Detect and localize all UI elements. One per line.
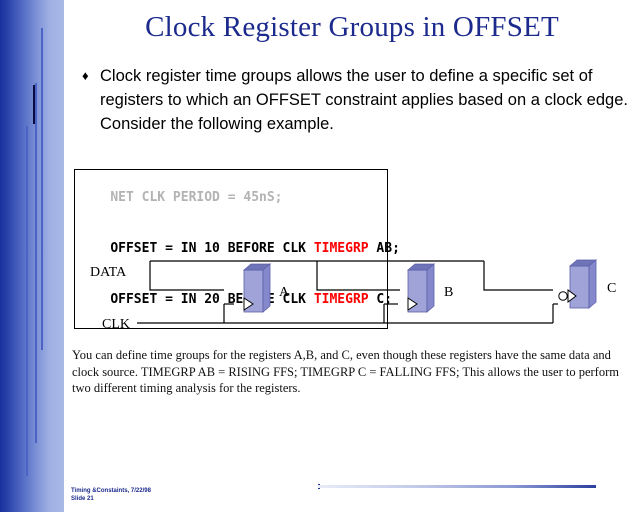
bullet-list-item: ♦ Clock register time groups allows the … xyxy=(82,64,630,136)
data-wire-to-b xyxy=(316,261,400,291)
data-wire-to-c xyxy=(483,261,553,291)
bullet-list: ♦ Clock register time groups allows the … xyxy=(82,64,630,136)
register-b-side-face xyxy=(426,263,435,313)
data-wire-network xyxy=(149,260,553,291)
slide-footer: Timing &Constaints, 7/22/98 Slide 21 xyxy=(71,487,151,503)
register-c: C xyxy=(553,259,616,309)
constraint-code-block: NET CLK PERIOD = 45nS; OFFSET = IN 10 BE… xyxy=(74,169,400,329)
code-text-offset-ab-suffix: AB; xyxy=(368,241,400,256)
register-a: A xyxy=(224,263,290,313)
code-keyword-timegrp-ab: TIMEGRP xyxy=(313,241,369,256)
accent-line-blue-mid xyxy=(35,83,37,443)
footer-gradient-rule xyxy=(318,485,596,488)
accent-line-dark-short xyxy=(33,85,35,124)
register-c-inversion-bubble-icon xyxy=(558,291,568,301)
code-keyword-timegrp-c: TIMEGRP xyxy=(313,292,369,307)
data-wire-to-a xyxy=(149,261,224,291)
diagram-label-clk: CLK xyxy=(102,317,130,332)
diagram-label-data: DATA xyxy=(90,265,127,280)
accent-line-blue-lower xyxy=(26,126,28,476)
code-text-net-period: NET CLK PERIOD = 45nS; xyxy=(110,190,283,205)
register-a-side-face xyxy=(262,263,271,313)
clk-wire-network xyxy=(137,304,554,324)
register-b-clock-triangle-icon xyxy=(407,297,418,311)
register-clock-schematic: DATA CLK xyxy=(64,252,640,344)
explanation-paragraph: You can define time groups for the regis… xyxy=(72,348,619,395)
bullet-diamond-icon: ♦ xyxy=(82,68,89,83)
register-c-side-face xyxy=(588,259,597,309)
register-c-label: C xyxy=(607,281,616,296)
accent-line-blue-long xyxy=(41,28,43,350)
footer-line-slide-number: Slide 21 xyxy=(71,496,94,502)
register-c-clock-triangle-icon xyxy=(567,289,577,303)
register-a-clock-triangle-icon xyxy=(243,297,254,311)
bullet-item-text: Clock register time groups allows the us… xyxy=(100,67,628,133)
code-text-offset-c-suffix: C; xyxy=(368,292,393,307)
code-text-offset-ab-prefix: OFFSET = IN 10 BEFORE CLK xyxy=(110,241,314,256)
slide-title: Clock Register Groups in OFFSET xyxy=(145,11,559,43)
slide-sidebar-decoration xyxy=(0,0,64,512)
code-line-offset-ab: OFFSET = IN 10 BEFORE CLK TIMEGRP AB; xyxy=(79,223,400,274)
code-line-net-period: NET CLK PERIOD = 45nS; xyxy=(79,172,383,223)
register-a-label: A xyxy=(279,285,290,300)
register-b-label: B xyxy=(444,285,453,300)
register-b: B xyxy=(384,263,453,313)
footer-line-title: Timing &Constaints, 7/22/98 xyxy=(71,488,151,494)
register-c-front-face xyxy=(569,265,590,309)
